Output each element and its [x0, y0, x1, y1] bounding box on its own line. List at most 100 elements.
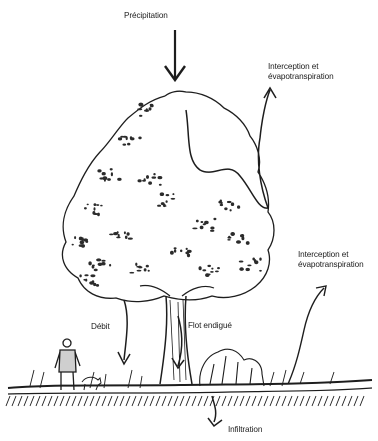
leaf-mark	[109, 234, 113, 236]
leaf-mark	[230, 232, 235, 236]
leaf-mark	[80, 241, 85, 245]
leaf-mark	[127, 143, 130, 146]
leaf-mark	[79, 274, 81, 277]
leaf-mark	[87, 204, 89, 206]
leaf-mark	[101, 260, 105, 262]
leaf-mark	[230, 209, 232, 211]
leaf-mark	[172, 193, 174, 195]
leaf-mark	[171, 198, 176, 200]
leaf-mark	[170, 251, 174, 255]
leaf-mark	[157, 205, 161, 207]
leaf-mark	[153, 173, 155, 175]
runoff-arrow-icon	[118, 300, 130, 364]
leaf-mark	[166, 200, 168, 203]
leaf-mark	[90, 274, 95, 277]
leaf-mark	[224, 207, 227, 210]
leaf-mark	[139, 266, 142, 268]
label-infiltration: Infiltration	[228, 425, 262, 435]
leaf-mark	[220, 200, 222, 202]
label-line: évapotranspiration	[268, 72, 358, 82]
label-debit: Débit	[91, 322, 110, 332]
precipitation-arrow-icon	[165, 30, 185, 80]
leaf-mark	[252, 258, 255, 261]
person-icon	[55, 339, 80, 390]
foliage-texture	[72, 103, 262, 287]
label-flot-endigue: Flot endigué	[188, 321, 232, 331]
label-precipitation: Précipitation	[124, 11, 168, 21]
leaf-mark	[94, 269, 98, 272]
leaf-mark	[139, 115, 142, 117]
leaf-mark	[199, 266, 202, 270]
label-line: Interception et	[268, 62, 358, 72]
leaf-mark	[94, 207, 96, 210]
leaf-mark	[237, 205, 240, 208]
leaf-mark	[186, 248, 188, 250]
label-interception-evapotranspiration-shrubs: Interception et évapotranspiration	[298, 250, 378, 270]
leaf-mark	[138, 103, 143, 107]
leaf-mark	[100, 205, 103, 207]
leaf-mark	[192, 228, 197, 230]
leaf-mark	[116, 237, 120, 239]
leaf-mark	[211, 268, 213, 270]
leaf-mark	[189, 250, 192, 252]
leaf-mark	[150, 105, 154, 108]
leaf-mark	[111, 172, 113, 176]
leaf-mark	[217, 267, 220, 269]
leaf-mark	[84, 207, 87, 209]
leaf-mark	[210, 271, 214, 273]
leaf-mark	[180, 250, 182, 253]
leaf-mark	[110, 168, 113, 170]
leaf-mark	[166, 194, 170, 196]
leaf-mark	[144, 178, 146, 181]
evapotranspiration-arrow-icon	[186, 88, 276, 208]
leaf-mark	[174, 249, 176, 252]
leaf-mark	[227, 239, 230, 241]
leaf-mark	[123, 144, 127, 146]
leaf-mark	[104, 179, 106, 181]
leaf-mark	[210, 230, 214, 232]
leaf-mark	[96, 258, 101, 261]
leaf-mark	[148, 181, 152, 184]
leaf-mark	[185, 252, 189, 255]
leaf-mark	[107, 178, 111, 181]
leaf-mark	[196, 220, 199, 223]
leaf-mark	[246, 268, 250, 271]
leaf-mark	[227, 201, 232, 203]
leaf-mark	[158, 176, 163, 179]
leaf-mark	[83, 238, 88, 241]
leaf-mark	[138, 137, 141, 140]
leaf-mark	[96, 284, 99, 287]
leaf-mark	[240, 234, 244, 237]
leaf-mark	[220, 204, 223, 206]
leaf-mark	[83, 279, 85, 281]
leaf-mark	[259, 270, 262, 272]
leaf-mark	[72, 244, 74, 246]
leaf-mark	[89, 281, 94, 284]
leaf-mark	[203, 223, 206, 225]
leaf-mark	[247, 265, 251, 267]
leaf-mark	[210, 227, 214, 230]
leaf-mark	[228, 236, 230, 238]
leaf-mark	[130, 137, 134, 140]
leaf-mark	[92, 211, 95, 215]
leaf-mark	[165, 205, 167, 207]
leaf-mark	[125, 236, 128, 239]
leaf-mark	[99, 177, 104, 179]
leaf-mark	[144, 110, 148, 112]
leaf-mark	[117, 178, 121, 181]
leaf-mark	[137, 108, 142, 110]
leaf-mark	[246, 241, 250, 245]
leaf-mark	[146, 265, 149, 268]
leaf-mark	[96, 204, 99, 206]
leaf-mark	[149, 107, 152, 110]
leaf-mark	[129, 272, 134, 274]
leaf-mark	[239, 261, 244, 263]
leaf-mark	[124, 231, 126, 234]
leaf-mark	[127, 232, 130, 235]
leaf-mark	[174, 247, 177, 249]
leaf-mark	[118, 137, 122, 140]
leaf-mark	[94, 203, 97, 206]
leaf-mark	[136, 266, 139, 268]
leaf-mark	[152, 176, 157, 178]
leaf-mark	[98, 263, 103, 266]
